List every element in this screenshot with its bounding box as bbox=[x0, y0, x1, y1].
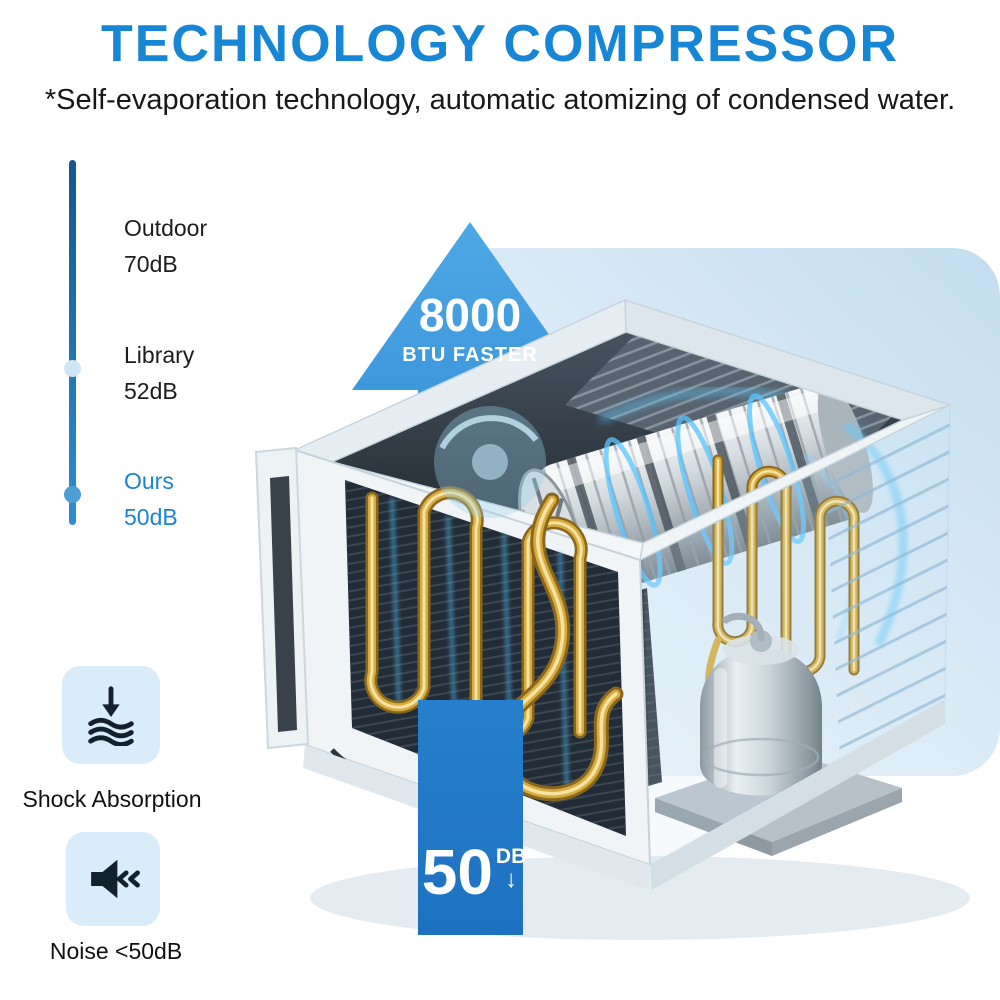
noise-label: Noise <50dB bbox=[49, 938, 183, 964]
shock-absorption-card bbox=[62, 666, 160, 764]
speaker-icon bbox=[91, 859, 140, 899]
noise-scale-item-outdoor: Outdoor 70dB bbox=[124, 210, 207, 282]
fan-swirl bbox=[434, 406, 546, 518]
scale-item-value: 50dB bbox=[124, 504, 178, 530]
noise-card bbox=[66, 832, 160, 926]
scale-item-name: Library bbox=[124, 342, 195, 368]
scale-dot-ours bbox=[64, 486, 81, 503]
noise-scale-line bbox=[69, 160, 76, 525]
scale-item-name: Outdoor bbox=[124, 215, 208, 241]
down-arrow-icon: ↓ bbox=[505, 866, 518, 893]
noise-unit: DB bbox=[495, 845, 527, 868]
noise-scale-item-ours: Ours 50dB bbox=[124, 463, 178, 535]
shock-absorption-label: Shock Absorption bbox=[22, 786, 202, 812]
noise-unit-column: DB ↓ bbox=[496, 846, 526, 892]
btu-caption: BTU FASTER bbox=[402, 344, 538, 366]
noise-scale-item-library: Library 52dB bbox=[124, 337, 194, 409]
up-arrow-front-shaft bbox=[418, 700, 523, 935]
subtitle: *Self-evaporation technology, automatic … bbox=[44, 84, 956, 116]
scale-item-value: 52dB bbox=[124, 378, 178, 404]
unit-illustration bbox=[254, 298, 953, 890]
btu-number: 8000 bbox=[418, 289, 522, 341]
page-title: TECHNOLOGY COMPRESSOR bbox=[100, 15, 899, 73]
scale-item-name: Ours bbox=[124, 468, 174, 494]
noise-number: 50 bbox=[421, 836, 493, 908]
shock-absorption-icon bbox=[88, 686, 134, 746]
scale-dot-library bbox=[64, 360, 81, 377]
noise-level-callout: 50 DB ↓ bbox=[396, 836, 552, 908]
side-panel bbox=[254, 446, 310, 750]
scale-item-value: 70dB bbox=[124, 251, 178, 277]
compressor-tank bbox=[700, 612, 822, 796]
